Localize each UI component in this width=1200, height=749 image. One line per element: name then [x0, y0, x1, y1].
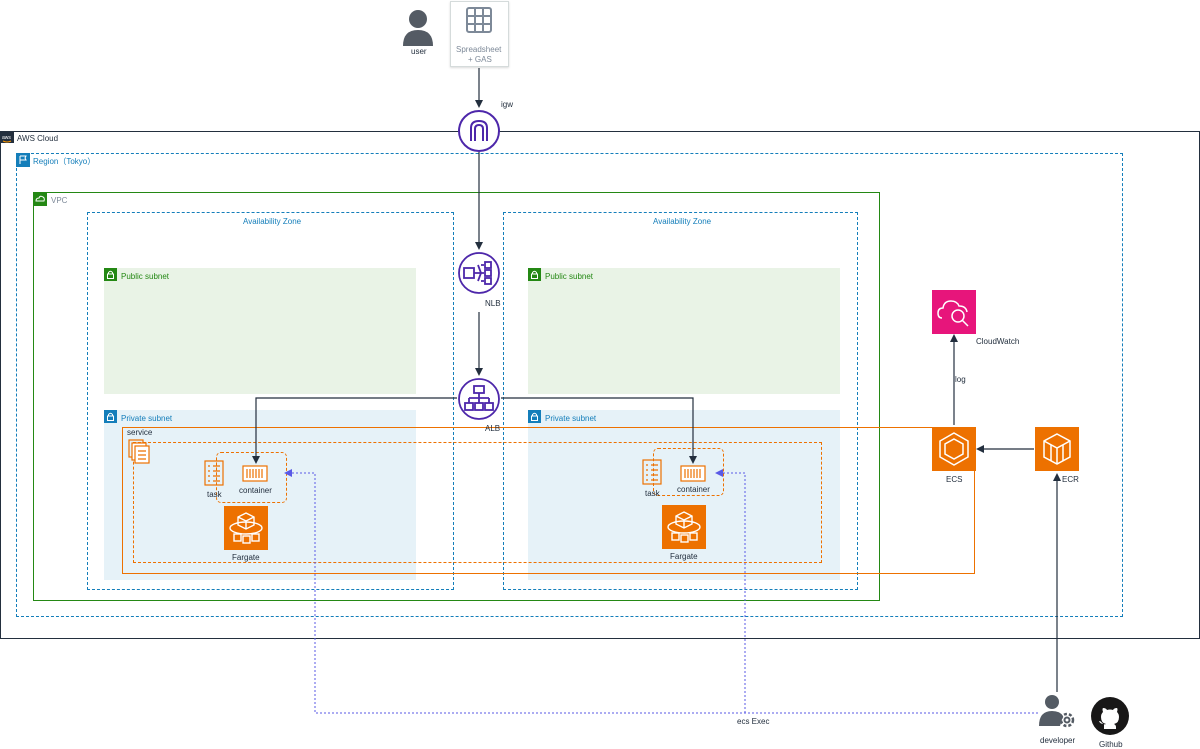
ecr-label: ECR: [1062, 475, 1079, 484]
service-label: service: [127, 428, 153, 437]
log-label: log: [955, 375, 966, 384]
task-box-right: [653, 448, 724, 496]
github-icon[interactable]: [1090, 696, 1130, 736]
task-right-label: task: [645, 489, 660, 498]
igw-label: igw: [501, 100, 514, 109]
region-title: Region（Tokyo）: [33, 157, 96, 166]
private-subnet-right-title: Private subnet: [545, 414, 597, 423]
vpc-title: VPC: [51, 196, 68, 205]
ecs-cluster-group: [122, 427, 975, 574]
fargate-right-label: Fargate: [670, 552, 698, 561]
task-right-icon[interactable]: [642, 459, 662, 485]
spreadsheet-node[interactable]: [450, 1, 509, 67]
public-subnet-left: [104, 268, 416, 394]
public-subnet-right: [528, 268, 840, 394]
ecr-icon[interactable]: [1035, 427, 1079, 471]
availability-zone-left-title: Availability Zone: [243, 217, 302, 226]
task-box-left: [216, 452, 287, 503]
private-subnet-left: [104, 410, 416, 580]
spreadsheet-icon: [465, 6, 493, 34]
aws-cloud-logo-icon: aws: [0, 131, 14, 143]
user-label: user: [411, 47, 427, 56]
internet-gateway-icon[interactable]: [457, 109, 501, 153]
application-load-balancer-icon[interactable]: [457, 377, 501, 421]
task-left-label: task: [207, 490, 222, 499]
public-subnet-left-lock-icon: [104, 268, 117, 281]
network-load-balancer-icon[interactable]: [457, 251, 501, 295]
ecs-icon[interactable]: [932, 427, 976, 471]
availability-zone-right: [503, 212, 858, 590]
public-subnet-right-lock-icon: [528, 268, 541, 281]
container-right-icon[interactable]: [680, 465, 706, 482]
vpc-cloud-icon: [33, 192, 47, 206]
container-right-label: container: [677, 485, 710, 494]
task-left-icon[interactable]: [204, 460, 224, 486]
availability-zone-right-title: Availability Zone: [653, 217, 712, 226]
private-subnet-right-lock-icon: [528, 410, 541, 423]
github-label: Github: [1099, 740, 1123, 749]
ecs-label: ECS: [946, 475, 963, 484]
private-subnet-left-title: Private subnet: [121, 414, 173, 423]
cloudwatch-icon[interactable]: [932, 290, 976, 334]
developer-icon[interactable]: [1038, 694, 1078, 730]
service-icon: [127, 438, 151, 464]
nlb-label: NLB: [485, 299, 501, 308]
private-subnet-left-lock-icon: [104, 410, 117, 423]
spreadsheet-label-line1: Spreadsheet: [456, 45, 502, 54]
availability-zone-left: [87, 212, 454, 590]
user-icon[interactable]: [401, 8, 435, 46]
aws-cloud-title: AWS Cloud: [17, 134, 59, 143]
vpc-group: [33, 192, 880, 601]
public-subnet-left-title: Public subnet: [121, 272, 170, 281]
fargate-left-label: Fargate: [232, 553, 260, 562]
container-left-label: container: [239, 486, 272, 495]
fargate-right-icon[interactable]: [662, 505, 706, 549]
ecs-service-group: [133, 442, 822, 563]
alb-label: ALB: [485, 424, 501, 433]
svg-text:aws: aws: [2, 135, 11, 141]
region-flag-icon: [16, 153, 30, 167]
developer-label: developer: [1040, 736, 1076, 745]
public-subnet-right-title: Public subnet: [545, 272, 594, 281]
cloudwatch-label: CloudWatch: [976, 337, 1020, 346]
ecs-exec-label: ecs Exec: [737, 717, 770, 726]
container-left-icon[interactable]: [242, 465, 268, 482]
region-group: [16, 153, 1123, 617]
fargate-left-icon[interactable]: [224, 506, 268, 550]
spreadsheet-label-line2: + GAS: [468, 55, 492, 64]
